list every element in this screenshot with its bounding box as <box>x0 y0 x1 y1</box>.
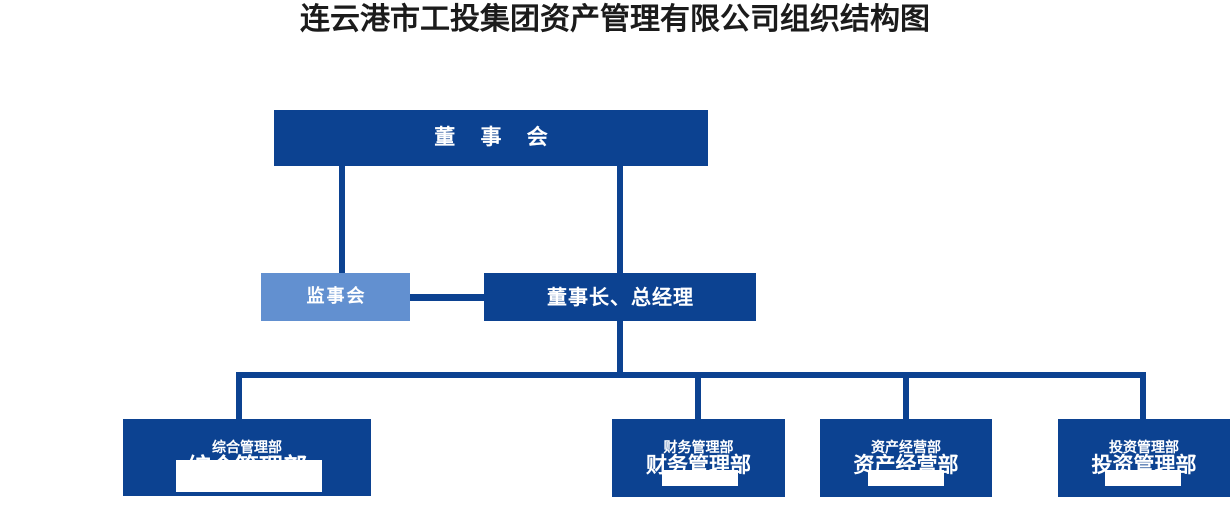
org-node-dept-3-field[interactable] <box>1105 470 1181 486</box>
connector-drop-dept-1 <box>695 372 701 420</box>
org-node-board[interactable]: 董 事 会 <box>274 110 708 166</box>
org-node-supervisors[interactable]: 监事会 <box>261 273 410 321</box>
org-node-dept-investment-management[interactable]: 投资管理部 投资管理部 <box>1058 419 1230 497</box>
org-node-supervisors-label: 监事会 <box>306 286 367 308</box>
connector-board-to-supervisors <box>339 166 345 274</box>
org-node-dept-0-field[interactable] <box>176 460 322 492</box>
connector-drop-dept-0 <box>236 372 242 420</box>
org-node-chairman[interactable]: 董事长、总经理 <box>484 273 756 321</box>
org-node-dept-1-field[interactable] <box>662 470 738 486</box>
connector-department-bus <box>236 372 1146 378</box>
org-node-dept-asset-operations[interactable]: 资产经营部 资产经营部 <box>820 419 992 497</box>
org-node-dept-3-label-top: 投资管理部 <box>1109 440 1179 456</box>
org-node-dept-0-label-top: 综合管理部 <box>212 440 282 456</box>
connector-drop-dept-2 <box>903 372 909 420</box>
org-node-dept-2-field[interactable] <box>868 470 944 486</box>
org-node-board-label: 董 事 会 <box>434 125 557 150</box>
connector-drop-dept-3 <box>1140 372 1146 420</box>
org-node-chairman-label: 董事长、总经理 <box>547 285 694 309</box>
connector-supervisors-to-chairman <box>410 294 485 301</box>
org-node-dept-general-management[interactable]: 综合管理部 综合管理部 <box>123 419 371 496</box>
org-node-dept-2-label-top: 资产经营部 <box>871 440 941 456</box>
page-title: 连云港市工投集团资产管理有限公司组织结构图 <box>300 2 930 37</box>
connector-chairman-stem <box>617 321 623 378</box>
connector-board-to-chairman <box>617 166 623 274</box>
org-node-dept-1-label-top: 财务管理部 <box>663 440 734 456</box>
org-node-dept-finance-management[interactable]: 财务管理部 财务管理部 <box>612 419 785 497</box>
